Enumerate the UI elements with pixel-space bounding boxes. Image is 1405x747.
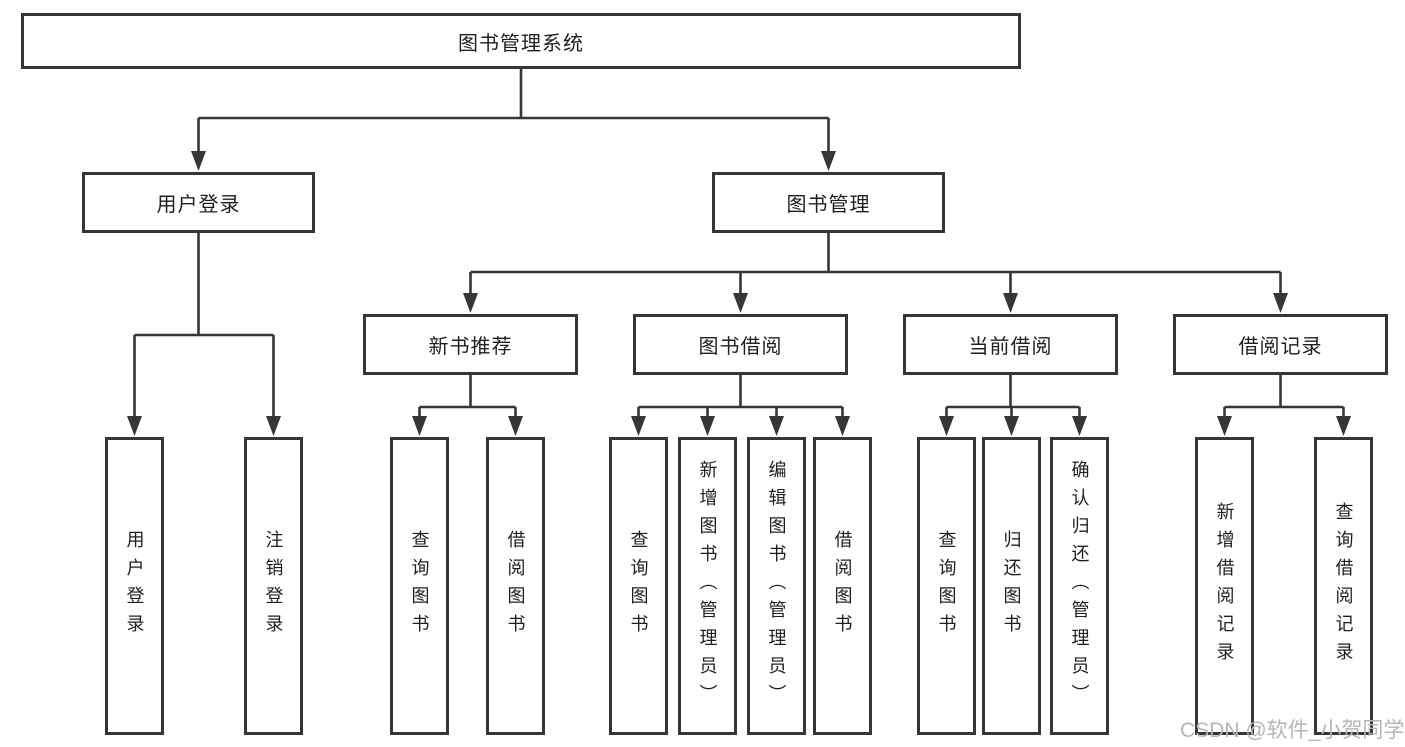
leaf-newbook-borrow-books: 借阅图书 [486,437,545,735]
leaf-borrow-borrow-books: 借阅图书 [813,437,872,735]
leaf-current-query-books: 查询图书 [917,437,976,735]
node-label: 借阅图书 [832,530,853,642]
arrow-down-icon [463,293,478,313]
arrow-down-icon [1217,416,1232,436]
node-label: 编辑图书（管理员） [766,460,787,712]
node-label: 查询图书 [628,530,649,642]
arrow-down-icon [266,416,281,436]
leaf-borrow-query-books: 查询图书 [609,437,668,735]
node-book-management: 图书管理 [712,172,945,233]
arrow-down-icon [1003,293,1018,313]
arrow-down-icon [508,416,523,436]
node-root-library-system: 图书管理系统 [21,13,1021,69]
node-new-book-recommend: 新书推荐 [363,314,578,375]
arrow-down-icon [412,416,427,436]
arrow-down-icon [835,416,850,436]
arrow-down-icon [1004,416,1019,436]
arrow-down-icon [733,293,748,313]
node-label: 新书推荐 [428,336,513,358]
node-label: 查询图书 [936,530,957,642]
arrow-down-icon [1336,416,1351,436]
arrow-down-icon [769,416,784,436]
leaf-records-add-record: 新增借阅记录 [1195,437,1254,735]
node-current-borrow: 当前借阅 [903,314,1118,375]
arrow-down-icon [631,416,646,436]
leaf-current-confirm-return-admin: 确认归还（管理员） [1050,437,1109,735]
leaf-borrow-edit-books-admin: 编辑图书（管理员） [747,437,806,735]
watermark: CSDN @软件_小贺同学 [1180,719,1405,742]
node-label: 用户登录 [124,530,145,642]
node-label: 新增借阅记录 [1214,502,1235,670]
node-label: 图书借阅 [698,336,783,358]
node-label: 用户登录 [156,194,241,216]
leaf-logout: 注销登录 [244,437,303,735]
arrowheads [127,151,1351,436]
leaf-records-query-record: 查询借阅记录 [1314,437,1373,735]
node-label: 查询图书 [409,530,430,642]
node-label: 当前借阅 [968,336,1053,358]
leaf-borrow-add-books-admin: 新增图书（管理员） [678,437,737,735]
node-label: 图书管理 [786,194,871,216]
arrow-down-icon [939,416,954,436]
leaf-user-login: 用户登录 [105,437,164,735]
arrow-down-icon [1072,416,1087,436]
node-user-login: 用户登录 [82,172,315,233]
node-label: 注销登录 [263,530,284,642]
node-borrow-records: 借阅记录 [1173,314,1388,375]
node-label: 图书管理系统 [458,32,584,55]
node-label: 借阅记录 [1238,336,1323,358]
node-book-borrow: 图书借阅 [633,314,848,375]
arrow-down-icon [821,151,836,171]
arrow-down-icon [191,151,206,171]
node-label: 新增图书（管理员） [697,460,718,712]
arrow-down-icon [127,416,142,436]
node-label: 借阅图书 [505,530,526,642]
leaf-newbook-query-books: 查询图书 [390,437,449,735]
tree-connector-path [133,69,1345,423]
arrow-down-icon [1273,293,1288,313]
node-label: 查询借阅记录 [1333,502,1354,670]
node-label: 归还图书 [1001,530,1022,642]
node-label: 确认归还（管理员） [1069,460,1090,712]
arrow-down-icon [700,416,715,436]
leaf-current-return-books: 归还图书 [982,437,1041,735]
